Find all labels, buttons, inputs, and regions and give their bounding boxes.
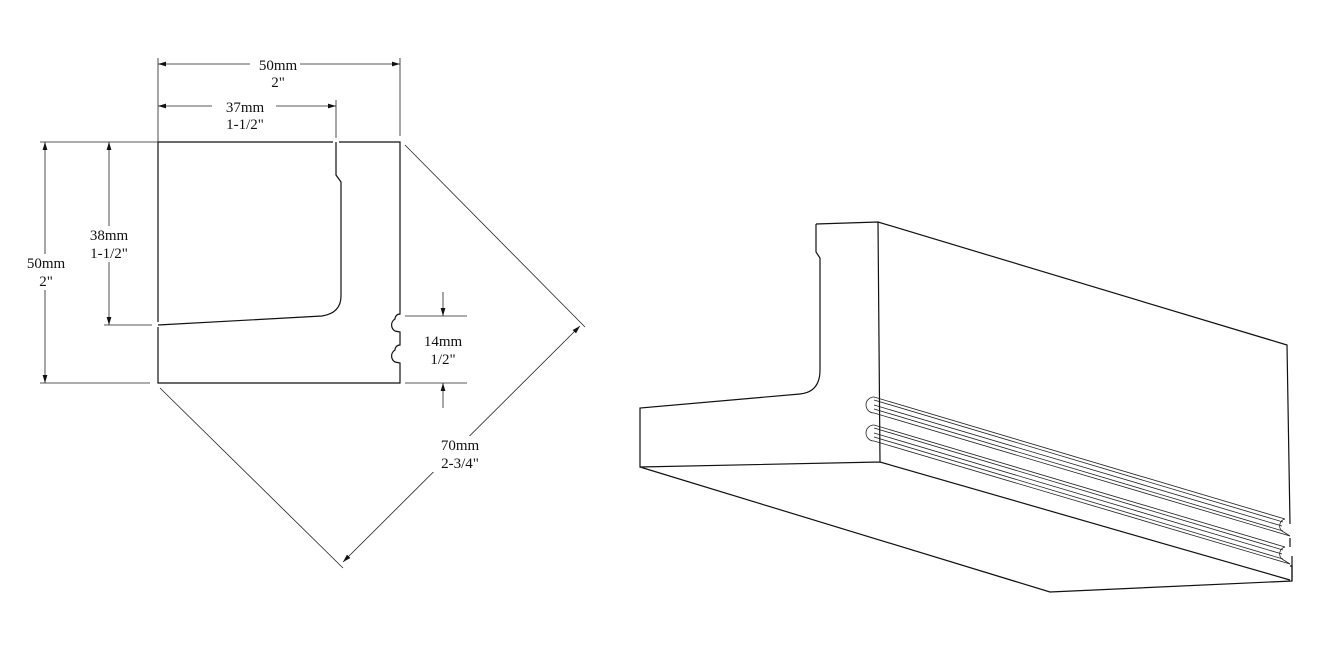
dim-diagonal-in: 2-3/4" bbox=[441, 456, 479, 472]
dim-groove-in: 1/2" bbox=[430, 352, 455, 368]
profile-outline bbox=[157, 141, 401, 384]
groove-upper bbox=[865, 396, 1291, 537]
dim-height-inner-mm: 38mm bbox=[90, 228, 129, 244]
dim-width-inner-mm: 37mm bbox=[226, 100, 265, 116]
dim-diagonal-mm: 70mm bbox=[441, 438, 480, 454]
dim-height-inner-in: 1-1/2" bbox=[90, 246, 128, 262]
dim-width-overall-in: 2" bbox=[271, 75, 285, 91]
dim-height-overall-in: 2" bbox=[39, 274, 53, 290]
dim-width-inner-in: 1-1/2" bbox=[226, 117, 264, 133]
dim-width-overall-mm: 50mm bbox=[259, 58, 298, 74]
groove-lower bbox=[865, 424, 1291, 565]
isometric-view bbox=[639, 221, 1293, 593]
dim-height-overall-mm: 50mm bbox=[27, 256, 66, 272]
dim-groove-mm: 14mm bbox=[424, 334, 463, 350]
profile-view: 50mm 2" 37mm 1-1/2" 50mm 2" 38mm 1-1/2" … bbox=[22, 56, 586, 569]
isometric-outline bbox=[639, 221, 1293, 593]
extension-lines bbox=[40, 58, 586, 569]
